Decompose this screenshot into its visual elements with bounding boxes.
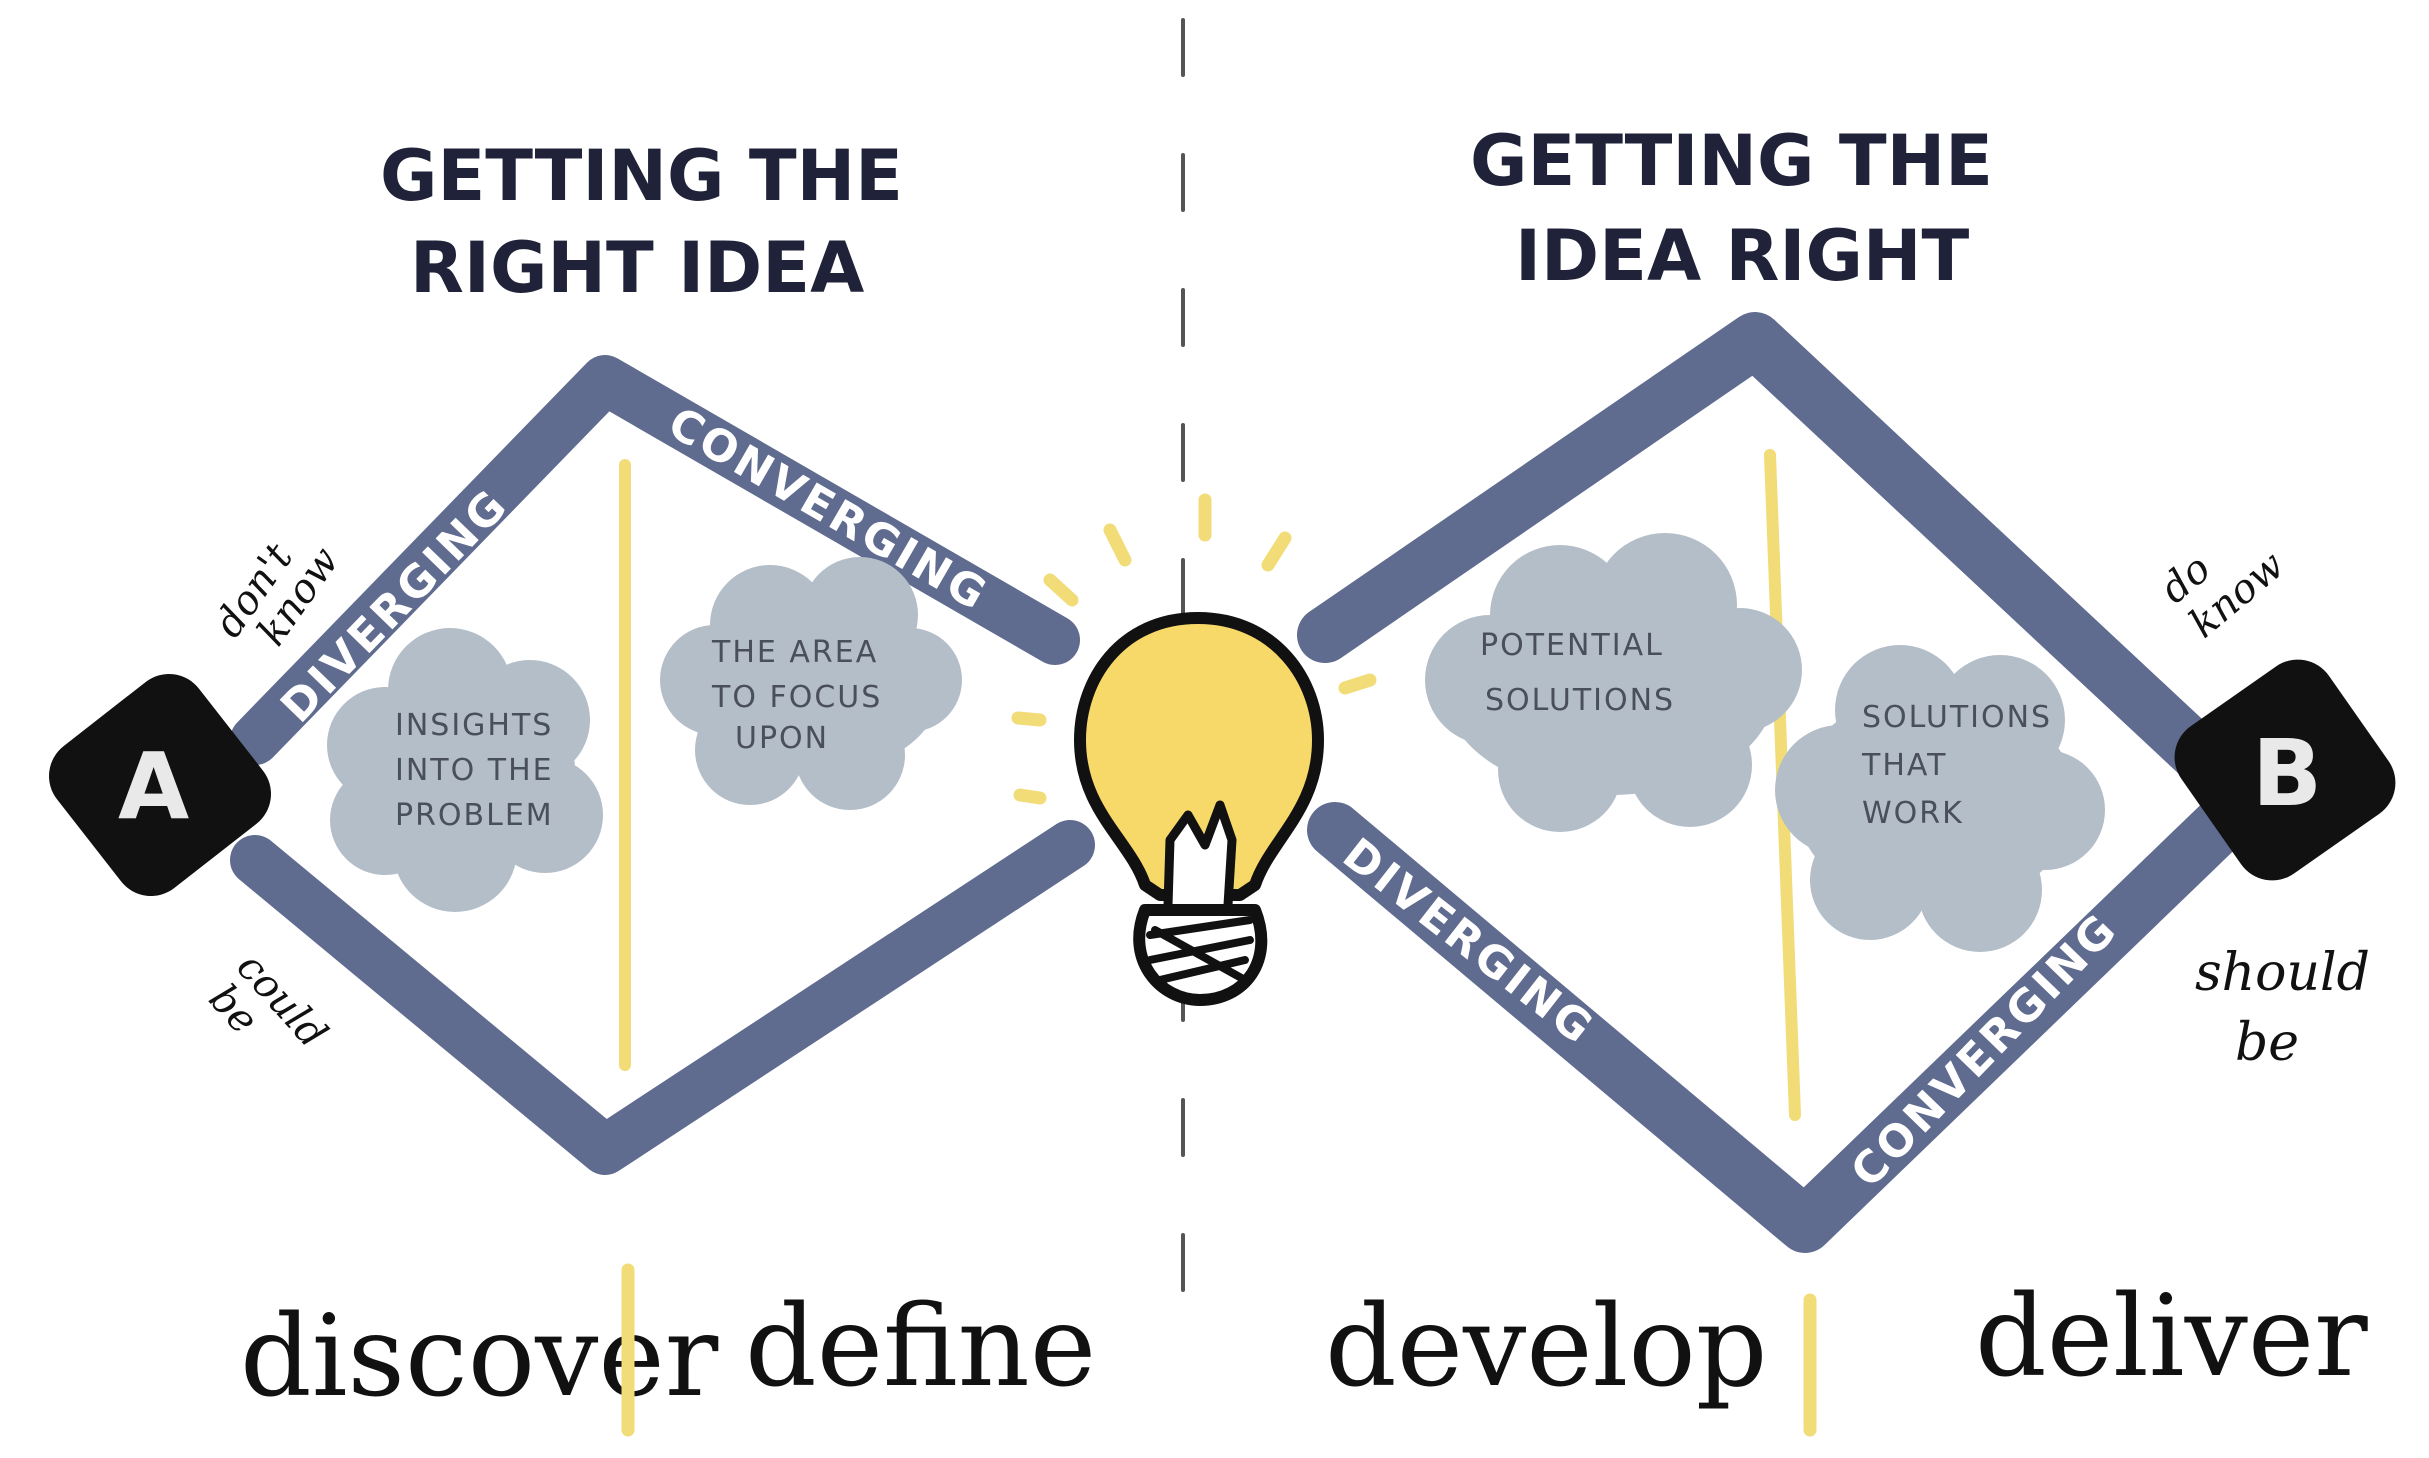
note-could-be: could be [200,944,336,1057]
cloud-insights-line3: PROBLEM [395,798,554,833]
cloud-potential-line1: POTENTIAL [1480,628,1664,663]
title-right-line2: IDEA RIGHT [1515,215,1969,297]
lightbulb-rays [1011,493,1377,805]
lightbulb-icon [1011,493,1377,1006]
title-left-line2: RIGHT IDEA [410,227,864,309]
phase-discover: discover [240,1292,719,1422]
note-should-be-line2: be [2235,1013,2299,1073]
right-diamond-lower-band [1307,797,2248,1253]
cloud-focus-line2: TO FOCUS [711,680,882,715]
cloud-focus-line1: THE AREA [711,635,878,670]
cloud-solutions-line1: SOLUTIONS [1862,700,2052,735]
cloud-insights-line1: INSIGHTS [395,708,553,743]
phase-labels: discover define develop deliver [240,1263,2368,1437]
note-should-be: should be [2195,943,2370,1073]
cloud-insights-line2: INTO THE [395,753,554,788]
node-b-label: B [2252,720,2322,827]
note-do-know: do know [2152,542,2293,647]
title-left: GETTING THE RIGHT IDEA [380,135,903,309]
left-diamond-lower-band [230,820,1095,1175]
cloud-solutions-line2: THAT [1861,748,1947,783]
title-right-line1: GETTING THE [1470,120,1993,202]
note-should-be-line1: should [2195,943,2370,1003]
cloud-potential: POTENTIAL SOLUTIONS [1425,533,1802,832]
phase-develop: develop [1325,1282,1767,1412]
node-a: A [49,674,271,896]
phase-define: define [745,1282,1096,1412]
title-left-line1: GETTING THE [380,135,903,217]
right-diamond-upper-band [1297,312,2233,788]
cloud-potential-line2: SOLUTIONS [1485,683,1675,718]
cloud-focus-line3: UPON [735,721,829,756]
node-a-label: A [118,733,189,840]
cloud-solutions: SOLUTIONS THAT WORK [1775,645,2105,952]
left-diamond-upper-band [230,355,1080,765]
phase-deliver: deliver [1975,1272,2368,1402]
cloud-insights: INSIGHTS INTO THE PROBLEM [327,628,603,912]
title-right: GETTING THE IDEA RIGHT [1470,120,1993,297]
cloud-focus: THE AREA TO FOCUS UPON [660,557,962,810]
band-label-right-diverging: DIVERGING [1333,828,1603,1055]
cloud-solutions-line3: WORK [1862,796,1964,831]
node-b: B [2174,659,2396,881]
